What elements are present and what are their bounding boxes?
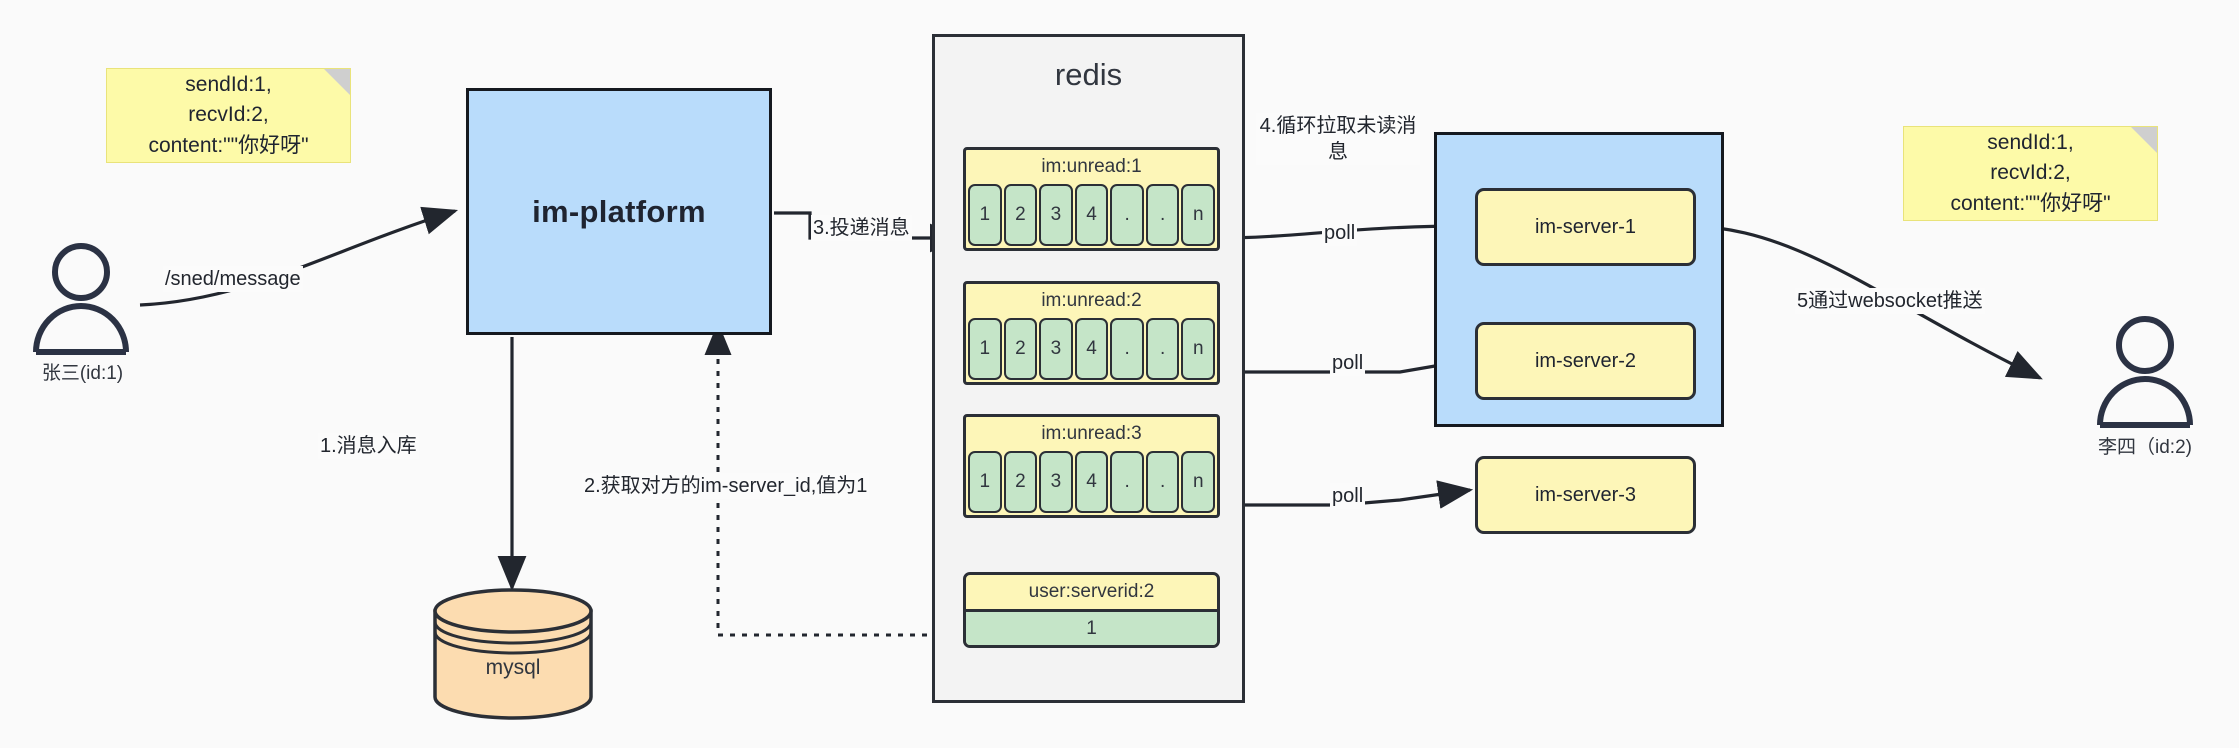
redis-list-key: im:unread:1: [1041, 156, 1142, 177]
redis-list-im-unread-2[interactable]: im:unread:2 1 2 3 4 . . n: [963, 281, 1220, 385]
edge-label-step3: 3.投递消息: [811, 215, 912, 241]
im-platform-box[interactable]: im-platform: [466, 88, 772, 335]
redis-list-key: im:unread:2: [1041, 290, 1142, 311]
redis-list-im-unread-1[interactable]: im:unread:1 1 2 3 4 . . n: [963, 147, 1220, 251]
redis-cell: 1: [968, 184, 1002, 246]
user-icon: [33, 243, 129, 355]
im-server-3-label: im-server-3: [1534, 483, 1637, 506]
redis-cell: 2: [1003, 318, 1038, 380]
redis-cell: n: [1181, 451, 1216, 513]
redis-list-key: im:unread:3: [1041, 423, 1142, 444]
redis-kv-key: user:serverid:2: [1028, 581, 1155, 602]
note-fold-icon: [324, 69, 350, 95]
mysql-label: mysql: [485, 656, 541, 679]
edge-label-poll-1: poll: [1322, 220, 1358, 246]
actor-receiver-label: 李四（id:2): [2098, 437, 2192, 458]
im-server-2-label: im-server-2: [1534, 349, 1637, 372]
user-icon: [2097, 316, 2193, 428]
actor-receiver: [2086, 313, 2204, 428]
redis-cell: .: [1110, 184, 1144, 246]
redis-cell: n: [1181, 184, 1216, 246]
edge-label-poll-3: poll: [1330, 483, 1366, 509]
redis-cell: 4: [1074, 451, 1109, 513]
actor-sender-label: 张三(id:1): [41, 363, 124, 384]
edge-label-step2: 2.获取对方的im-server_id,值为1: [582, 473, 870, 499]
edge-label-step5: 5通过websocket推送: [1795, 288, 1985, 314]
edge-label-step1: 1.消息入库: [318, 433, 419, 459]
redis-cell: .: [1145, 318, 1180, 380]
im-server-2-box[interactable]: im-server-2: [1475, 322, 1696, 400]
im-server-1-box[interactable]: im-server-1: [1475, 188, 1696, 266]
redis-cell: n: [1181, 318, 1216, 380]
redis-cell: 1: [968, 318, 1002, 380]
redis-list-cells: 1 2 3 4 . . n: [968, 184, 1216, 246]
database-cylinder-icon: [433, 588, 593, 720]
im-server-1-label: im-server-1: [1534, 215, 1637, 238]
edge-label-poll-2: poll: [1330, 350, 1366, 376]
mysql-database: mysql: [432, 588, 594, 720]
redis-list-im-unread-3[interactable]: im:unread:3 1 2 3 4 . . n: [963, 414, 1220, 518]
redis-cell: 4: [1074, 184, 1109, 246]
redis-cell: 2: [1003, 184, 1038, 246]
note-sender-text: sendId:1, recvId:2, content:""你好呀": [148, 72, 309, 157]
redis-cell: .: [1145, 451, 1180, 513]
edge-label-send-message: /sned/message: [163, 266, 303, 292]
redis-cell: .: [1110, 451, 1144, 513]
redis-kv-value: 1: [966, 609, 1217, 645]
note-receiver-text: sendId:1, recvId:2, content:""你好呀": [1950, 130, 2111, 215]
redis-cell: .: [1145, 184, 1180, 246]
note-receiver-payload: sendId:1, recvId:2, content:""你好呀": [1903, 126, 2158, 221]
im-server-3-box[interactable]: im-server-3: [1475, 456, 1696, 534]
im-platform-label: im-platform: [532, 193, 706, 229]
redis-list-cells: 1 2 3 4 . . n: [968, 318, 1216, 380]
edge-label-step4: 4.循环拉取未读消 息: [1256, 113, 1420, 165]
redis-cell: 2: [1003, 451, 1038, 513]
redis-cell: 3: [1039, 451, 1073, 513]
redis-cell: 4: [1074, 318, 1109, 380]
redis-list-cells: 1 2 3 4 . . n: [968, 451, 1216, 513]
redis-kv-user-serverid[interactable]: user:serverid:2 1: [963, 572, 1220, 648]
redis-cell: 3: [1039, 318, 1073, 380]
note-fold-icon: [2131, 127, 2157, 153]
im-server-pool: im-server-1 im-server-2 im-server-3: [1434, 132, 1724, 534]
note-sender-payload: sendId:1, recvId:2, content:""你好呀": [106, 68, 351, 163]
actor-sender: [22, 240, 140, 355]
redis-cell: 3: [1039, 184, 1073, 246]
redis-title: redis: [1054, 57, 1123, 92]
redis-cell: .: [1110, 318, 1144, 380]
redis-container: redis im:unread:1 1 2 3 4 . . n im:unrea…: [932, 34, 1245, 703]
redis-cell: 1: [968, 451, 1002, 513]
